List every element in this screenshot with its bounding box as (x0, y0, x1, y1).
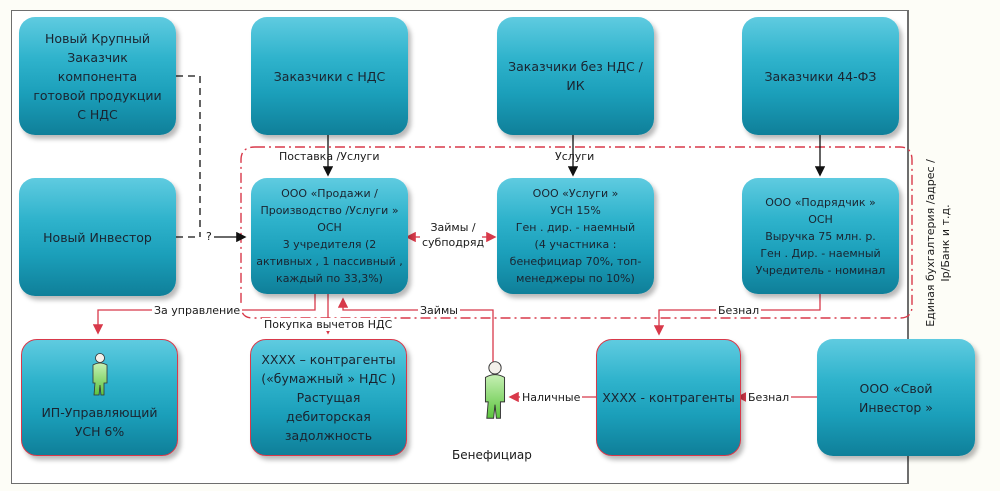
label-loans: Займы (418, 304, 460, 317)
box-line: ОСН (808, 212, 833, 226)
box-line: Учредитель - номинал (755, 263, 886, 277)
box-line: С НДС (77, 106, 118, 122)
label-cash: Наличные (520, 391, 583, 404)
label-loans-subcontract: Займы / субподряд (420, 220, 486, 250)
box-paper-vat: ХХХХ – контрагенты («бумажный » НДС ) Ра… (250, 339, 407, 456)
label-cashless-investor: Безнал (746, 391, 792, 404)
box-line: УСН 15% (550, 204, 601, 217)
label-line: Займы / (430, 221, 476, 234)
box-line: бенефициар 70%, топ- (509, 255, 642, 268)
box-counterparties: ХХХХ - контрагенты (596, 339, 741, 456)
box-customers-44fz: Заказчики 44-ФЗ (742, 17, 899, 135)
box-line: компонента (57, 68, 138, 84)
box-line: Новый Инвестор (43, 229, 152, 245)
group-note: Единая бухгалтерия /адрес / Ip/Банк и т.… (918, 158, 958, 328)
label-supply-services: Поставка /Услуги (279, 150, 380, 163)
group-note-line: Единая бухгалтерия /адрес / (924, 159, 937, 327)
label-services: Услуги (555, 150, 595, 163)
box-line: (4 участника : (534, 238, 617, 251)
box-line: ООО «Услуги » (532, 187, 619, 200)
box-line: Выручка 75 млн. р. (765, 229, 876, 243)
box-line: ИП-Управляющий (41, 405, 158, 420)
box-line: 3 учредителя (2 (282, 238, 377, 251)
box-new-investor: Новый Инвестор (19, 178, 176, 296)
box-line: Заказчики без НДС / (508, 59, 643, 74)
beneficiary-caption: Бенефициар (452, 448, 532, 462)
box-line: ХХХХ - контрагенты (602, 390, 735, 405)
box-line: ОСН (317, 221, 342, 234)
box-line: Растущая (296, 390, 361, 405)
box-llc-sales: ООО «Продажи / Производство /Услуги » ОС… (251, 178, 408, 294)
box-line: Ген . Дир. - наемный (760, 246, 881, 260)
box-line: готовой продукции (33, 87, 162, 103)
group-note-line: Ip/Банк и т.д. (939, 204, 952, 282)
box-line: каждый по 33,3%) (276, 272, 383, 285)
box-line: ХХХХ – контрагенты (261, 352, 396, 367)
box-line: задолжность (284, 428, 373, 443)
box-line: дебиторская (286, 409, 371, 424)
box-line: активных , 1 пассивный , (256, 255, 403, 268)
box-line: Ген . дир. - наемный (515, 221, 636, 234)
box-line: Заказчики с НДС (273, 68, 386, 84)
box-line: ООО «Свой (859, 380, 933, 396)
box-line: Заказчики 44-ФЗ (764, 68, 877, 84)
box-line: ИК (566, 78, 585, 93)
box-line: Новый Крупный (45, 30, 150, 46)
beneficiary-person-icon (484, 361, 506, 419)
box-llc-services: ООО «Услуги » УСН 15% Ген . дир. - наемн… (497, 178, 654, 294)
box-line: Производство /Услуги » (260, 204, 399, 217)
box-line: ООО «Подрядчик » (765, 195, 876, 209)
box-llc-contractor: ООО «Подрядчик » ОСН Выручка 75 млн. р. … (742, 178, 899, 294)
box-ip-manager: ИП-Управляющий УСН 6% (21, 339, 178, 456)
label-vat-deductions: Покупка вычетов НДС (262, 318, 395, 331)
box-own-investor: ООО «Свой Инвестор » (817, 339, 975, 456)
label-question: ? (206, 230, 212, 243)
box-line: менеджеры по 10%) (516, 272, 635, 285)
box-line: ООО «Продажи / (281, 187, 378, 200)
box-line: («бумажный » НДС ) (261, 371, 396, 386)
box-line: Заказчик (67, 49, 128, 65)
label-cashless-contractor: Безнал (716, 304, 762, 317)
label-line: субподряд (422, 236, 485, 249)
label-for-management: За управление (152, 304, 243, 317)
person-icon (92, 353, 107, 396)
box-customers-vat: Заказчики с НДС (251, 17, 408, 135)
box-customers-no-vat: Заказчики без НДС / ИК (497, 17, 654, 135)
box-line: УСН 6% (74, 424, 125, 439)
box-new-big-customer: Новый Крупный Заказчик компонента готово… (19, 17, 176, 135)
box-line: Инвестор » (859, 399, 933, 415)
